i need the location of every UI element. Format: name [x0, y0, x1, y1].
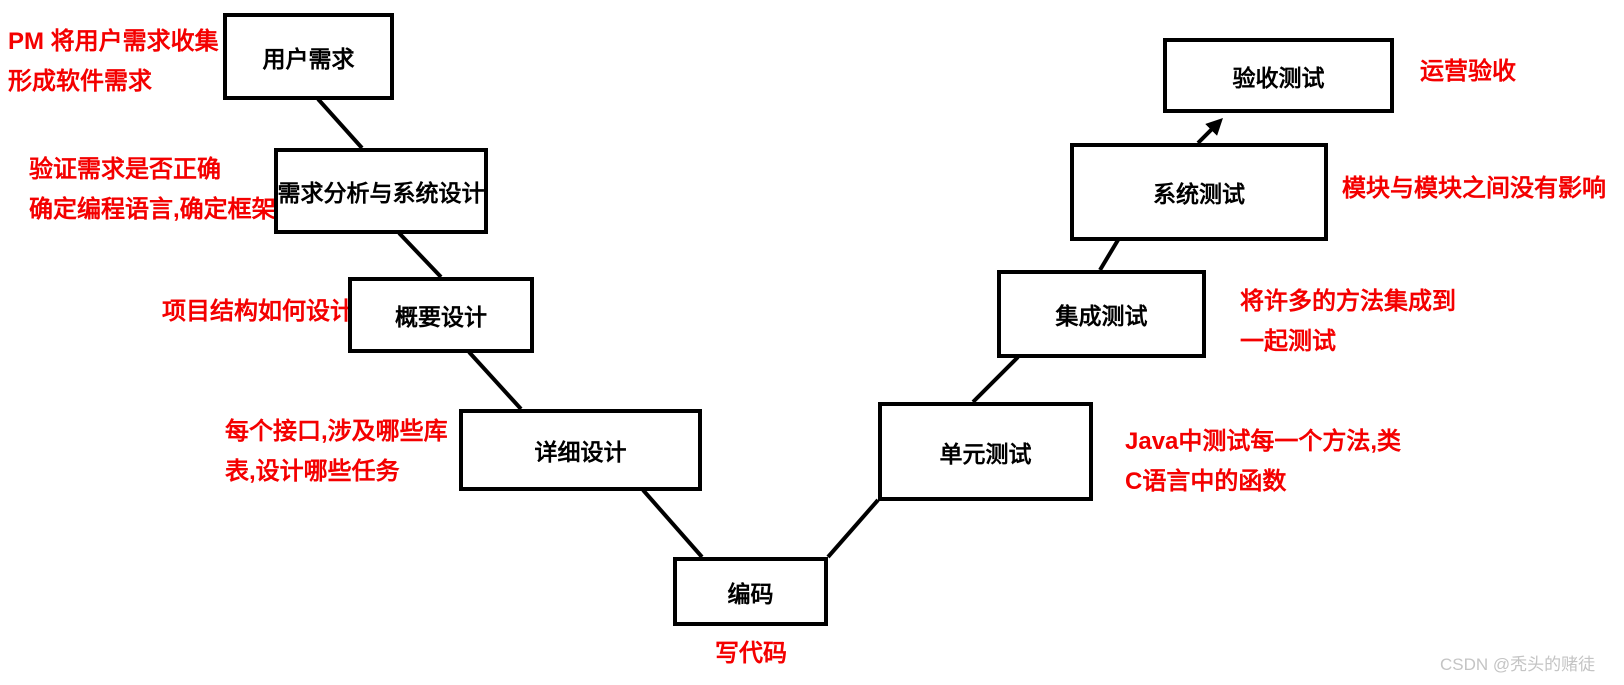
connector-analysis-to-outline [397, 231, 443, 279]
annotation-system-testing: 模块与模块之间没有影响 [1342, 169, 1606, 209]
annotation-detailed-design: 每个接口,涉及哪些库 表,设计哪些任务 [225, 412, 448, 492]
annotation-requirements-analysis: 验证需求是否正确 确定编程语言,确定框架 [29, 150, 276, 230]
node-detailed-design: 详细设计 [459, 409, 702, 491]
connector-coding-to-unit [826, 498, 880, 559]
node-system-testing: 系统测试 [1070, 143, 1328, 241]
node-user-requirements: 用户需求 [223, 13, 394, 100]
annotation-line: 每个接口,涉及哪些库 [225, 418, 448, 445]
annotation-line: Java中测试每一个方法,类 [1125, 428, 1402, 455]
annotation-line: 形成软件需求 [8, 68, 152, 95]
annotation-line: 模块与模块之间没有影响 [1342, 175, 1606, 202]
node-integration-testing: 集成测试 [997, 270, 1206, 358]
annotation-line: 一起测试 [1240, 328, 1336, 355]
annotation-unit-testing: Java中测试每一个方法,类 C语言中的函数 [1125, 422, 1401, 502]
annotation-line: PM 将用户需求收集 [8, 28, 219, 55]
annotation-line: 表,设计哪些任务 [225, 458, 400, 485]
annotation-user-requirements: PM 将用户需求收集 形成软件需求 [8, 22, 219, 102]
annotation-line: 将许多的方法集成到 [1240, 288, 1456, 315]
node-unit-testing: 单元测试 [878, 402, 1093, 501]
connector-detail-to-coding [641, 488, 704, 559]
connector-user-to-analysis [316, 97, 364, 150]
connector-system-to-acceptance-arrow [1196, 118, 1223, 145]
node-acceptance-testing: 验收测试 [1163, 38, 1394, 113]
annotation-line: 验证需求是否正确 [29, 156, 221, 183]
annotation-coding: 写代码 [715, 634, 787, 674]
annotation-high-level-design: 项目结构如何设计 [162, 292, 354, 332]
connector-unit-to-integration [971, 355, 1020, 404]
annotation-integration-testing: 将许多的方法集成到 一起测试 [1240, 282, 1456, 362]
csdn-watermark: CSDN @秃头的赌徒 [1440, 655, 1596, 674]
node-coding: 编码 [673, 557, 828, 626]
annotation-acceptance-testing: 运营验收 [1420, 52, 1516, 92]
connector-outline-to-detail [467, 350, 523, 411]
annotation-line: C语言中的函数 [1125, 468, 1287, 495]
annotation-line: 项目结构如何设计 [162, 298, 354, 325]
annotation-line: 确定编程语言,确定框架 [29, 196, 276, 223]
annotation-line: 写代码 [715, 640, 787, 667]
annotation-line: 运营验收 [1420, 58, 1516, 85]
connector-integration-to-system [1098, 238, 1120, 272]
node-requirements-analysis: 需求分析与系统设计 [274, 148, 488, 234]
node-high-level-design: 概要设计 [348, 277, 534, 353]
